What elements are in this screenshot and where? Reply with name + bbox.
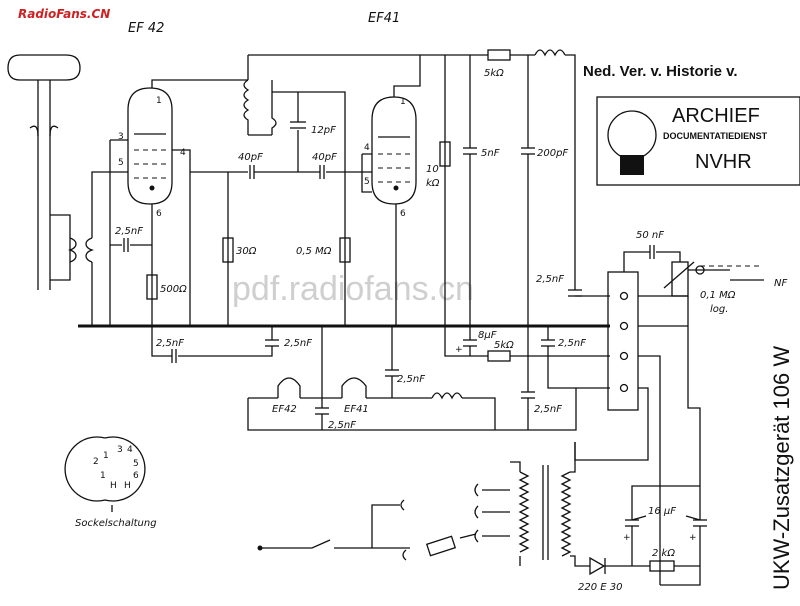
socket-pin-h1: H	[110, 481, 117, 491]
tube-emblem-icon	[607, 110, 657, 160]
r-5k-low-label: 5kΩ	[494, 340, 514, 351]
c-8uf-label: 8µF	[478, 330, 497, 341]
c-5nf-label: 5nF	[481, 148, 500, 159]
socket-pin-1: 1	[103, 451, 109, 461]
c-2n5-left-label: 2,5nF	[156, 338, 184, 349]
svg-text:+: +	[455, 345, 463, 355]
c-2n5-right-a-label: 2,5nF	[558, 338, 586, 349]
socket-title: Sockelschaltung	[75, 518, 157, 529]
tube1-pin5: 5	[118, 158, 124, 168]
r-30-label: 30Ω	[236, 246, 257, 257]
r-10k	[439, 141, 451, 167]
rectifier-label: 220 E 30	[578, 582, 623, 593]
power-transformer	[518, 465, 572, 560]
c-40pf-a-label: 40pF	[238, 152, 263, 163]
socket-pin-1b: 1	[100, 471, 106, 481]
svg-text:+: +	[623, 533, 631, 543]
tube2-pin5: 5	[364, 177, 370, 187]
input-transformer	[50, 171, 110, 326]
r-5k-top-label: 5kΩ	[484, 68, 504, 79]
tube1-envelope	[127, 87, 173, 205]
r-5k-top	[487, 49, 511, 61]
r-500-label: 500Ω	[160, 284, 187, 295]
choke-top	[534, 49, 566, 57]
stamp-org: NVHR	[695, 151, 752, 173]
socket-pin-2: 2	[93, 457, 99, 467]
tube1-pin3: 3	[118, 132, 124, 142]
antenna-dipole	[7, 54, 81, 290]
heater-ef42	[277, 377, 301, 398]
heater-ef41-label: EF41	[344, 404, 369, 415]
tube1-pin4: 4	[180, 148, 186, 158]
stamp-subtitle: DOCUMENTATIEDIENST	[663, 131, 768, 141]
c-2n5-plug-label: 2,5nF	[536, 274, 564, 285]
fuse	[425, 535, 457, 557]
svg-text:+: +	[689, 533, 697, 543]
r-5k-low	[487, 350, 511, 362]
socket-pin-6: 6	[133, 471, 139, 481]
socket-pinout: 1 2 3 4 5 6 1 H H	[64, 436, 146, 512]
tube1-label: EF 42	[128, 21, 164, 36]
c-2n5-heat-a-label: 2,5nF	[328, 420, 356, 431]
socket-pin-4: 4	[127, 445, 133, 455]
c-2n5-grid-label: 2,5nF	[115, 226, 143, 237]
c-2n5-right-b-label: 2,5nF	[534, 404, 562, 415]
pot-log-label: log.	[710, 304, 728, 315]
stamp-title: ARCHIEF	[672, 105, 760, 127]
c-200pf-label: 200pF	[537, 148, 568, 159]
header-text: Ned. Ver. v. Historie v.	[583, 63, 738, 80]
volume-pot	[671, 261, 689, 297]
c-2n5-heat-b-label: 2,5nF	[397, 374, 425, 385]
r-2k	[649, 560, 675, 572]
c-50nf-label: 50 nF	[636, 230, 664, 241]
tube2-label: EF41	[368, 11, 400, 26]
c-16uf-label: 16 µF	[648, 506, 676, 517]
tube2-pin1: 1	[400, 97, 406, 107]
connector-strip	[607, 271, 639, 411]
r-10k-label-a: 10	[426, 164, 439, 175]
c-12pf-label: 12pF	[311, 125, 336, 136]
c-2n5-bus-label: 2,5nF	[284, 338, 312, 349]
source-mark: RadioFans.CN	[18, 7, 110, 21]
archive-stamp: ARCHIEF DOCUMENTATIEDIENST NVHR	[596, 96, 800, 186]
mains-switch[interactable]	[260, 504, 410, 549]
tube2-pin6: 6	[400, 209, 406, 219]
heater-choke	[431, 392, 463, 400]
osc-coil	[243, 79, 250, 135]
heater-ef42-label: EF42	[272, 404, 297, 415]
grid-rc	[110, 238, 158, 300]
nf-output-label: NF	[774, 278, 787, 289]
r-10k-label-b: kΩ	[426, 178, 440, 189]
r-05m	[339, 237, 351, 263]
heater-ef41	[341, 377, 367, 398]
tube2-pin4: 4	[364, 143, 370, 153]
tube1-pin1: 1	[156, 96, 162, 106]
watermark: pdf.radiofans.cn	[232, 270, 474, 308]
tube2-envelope	[371, 96, 417, 205]
vertical-title: UKW-Zusatzgerät 106 W	[769, 346, 794, 590]
r-30	[222, 237, 234, 263]
socket-pin-5: 5	[133, 459, 139, 469]
c-40pf-b-label: 40pF	[312, 152, 337, 163]
tube1-pin6: 6	[156, 209, 162, 219]
pot-label: 0,1 MΩ	[700, 290, 736, 301]
r-2k-label: 2 kΩ	[652, 548, 675, 559]
socket-pin-3: 3	[117, 445, 123, 455]
r-05m-label: 0,5 MΩ	[296, 246, 332, 257]
socket-pin-h2: H	[124, 481, 131, 491]
